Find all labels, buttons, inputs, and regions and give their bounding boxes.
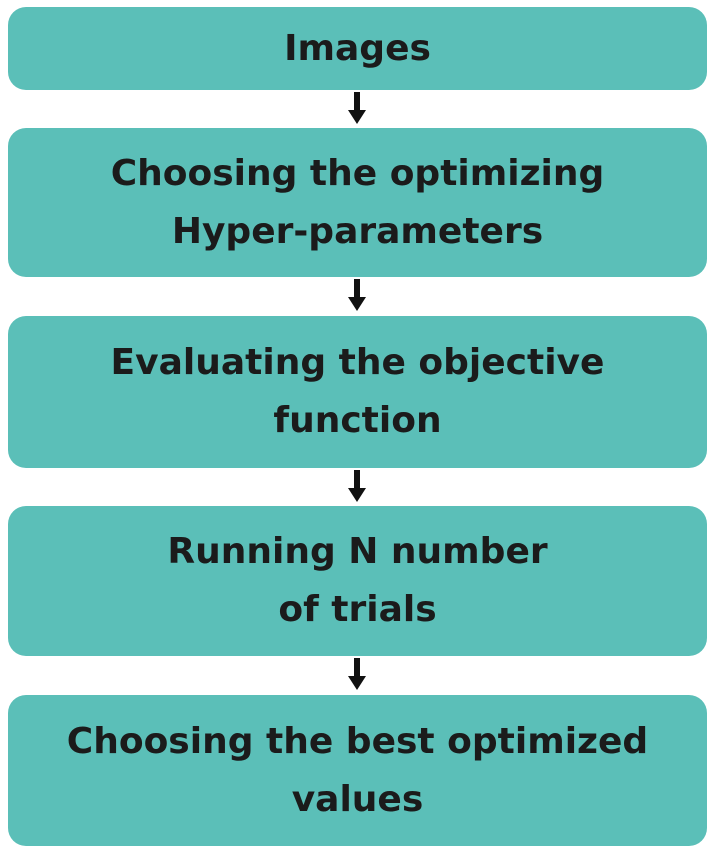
- down-arrow-icon: [347, 279, 367, 313]
- step-text-line: Images: [284, 27, 431, 69]
- step-text-line: Evaluating the objective: [110, 342, 605, 383]
- down-arrow-icon: [347, 658, 367, 692]
- step-text-line: values: [291, 778, 424, 820]
- step-text-line: function: [273, 400, 442, 441]
- down-arrow-icon: [347, 470, 367, 504]
- down-arrow-icon: [347, 92, 367, 126]
- step-box-choosing-best-values: Choosing the best optimized values: [8, 695, 707, 846]
- step-box-images: Images: [8, 7, 707, 90]
- step-text-line: Running N number: [167, 531, 548, 572]
- step-text-line: Choosing the optimizing: [110, 152, 605, 194]
- step-text-line: Hyper-parameters: [171, 210, 544, 252]
- step-box-evaluating-objective: Evaluating the objective function: [8, 316, 707, 468]
- step-box-choosing-hyperparameters: Choosing the optimizing Hyper-parameters: [8, 128, 707, 277]
- step-text-line: Choosing the best optimized: [66, 720, 649, 762]
- step-text-line: of trials: [278, 589, 437, 630]
- step-box-running-trials: Running N number of trials: [8, 506, 707, 656]
